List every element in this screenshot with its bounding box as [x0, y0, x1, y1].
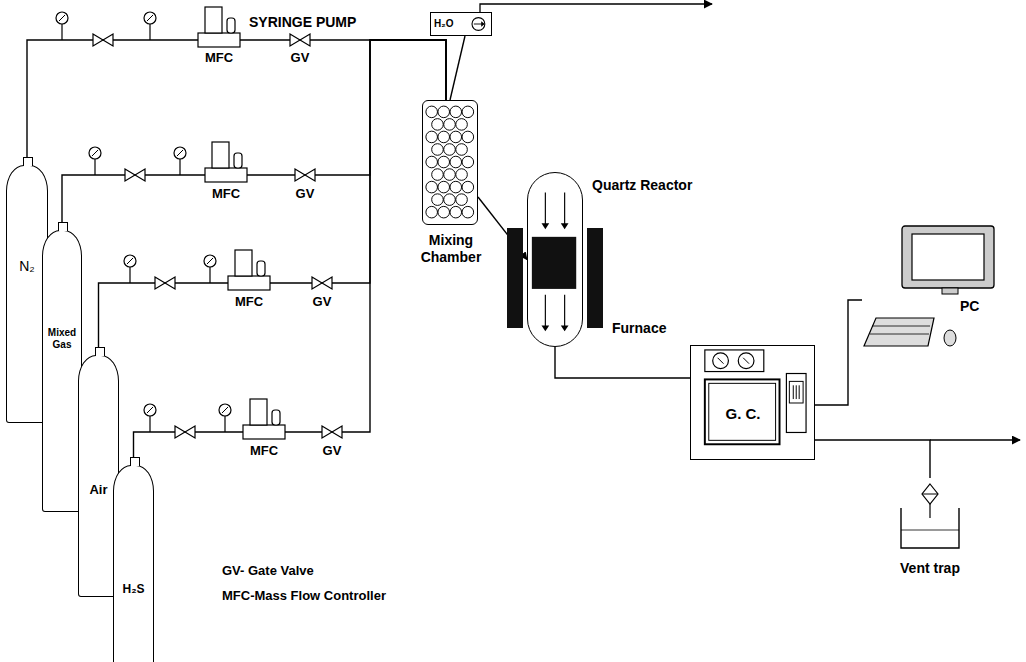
mfc-knob	[257, 261, 265, 276]
mfc-body	[250, 399, 267, 425]
pressure-gauge	[204, 255, 216, 267]
gauge-needle	[207, 258, 213, 264]
gauge-stem	[224, 416, 225, 432]
device-label: GV	[313, 294, 332, 309]
gas-chromatograph: G. C.	[690, 345, 815, 460]
gate-valve-symbol	[175, 426, 195, 438]
pressure-gauge	[56, 12, 68, 24]
gauge-needle	[177, 150, 183, 156]
device-label: MFC	[212, 186, 240, 201]
device-label: MFC	[235, 294, 263, 309]
node-label: H₂O	[434, 18, 453, 29]
gas-line	[62, 40, 446, 230]
gas-line	[134, 40, 447, 465]
gauge-stem	[149, 416, 150, 432]
quartz-reactor-outline	[528, 173, 582, 346]
furnace-heater	[587, 228, 603, 328]
mixing-chamber-outline	[423, 101, 477, 224]
mfc-knob	[272, 410, 280, 425]
quartz-reactor: Quartz Reactor	[527, 172, 583, 347]
gate-valve-symbol	[125, 169, 145, 181]
gas-line	[555, 347, 690, 378]
gas-line	[99, 40, 447, 355]
gauge-stem	[129, 267, 130, 283]
node-heading: SYRINGE PUMP	[249, 14, 356, 30]
gate-valve-symbol	[295, 169, 315, 181]
device-label: GV	[291, 50, 310, 65]
pressure-gauge	[174, 147, 186, 159]
mixing-chamber: Mixing Chamber	[422, 100, 478, 225]
gas-line	[450, 36, 465, 100]
gas-line	[27, 40, 446, 165]
node-label: PC	[960, 298, 979, 314]
gauge-stem	[179, 159, 180, 175]
mfc-body	[235, 250, 252, 276]
pressure-gauge	[144, 12, 156, 24]
gauge-needle	[127, 258, 133, 264]
gate-valve-symbol	[93, 34, 113, 46]
mfc-body	[205, 7, 222, 33]
device-label: MFC	[250, 443, 278, 458]
key-note: GV- Gate Valve	[222, 563, 314, 578]
key-note: MFC-Mass Flow Controller	[222, 588, 386, 603]
node-label: H₂S	[114, 582, 153, 596]
gauge-stem	[149, 24, 150, 40]
vent-trap: Vent trap	[893, 478, 967, 550]
gauge-needle	[59, 15, 65, 21]
pressure-gauge	[144, 404, 156, 416]
furnace-label: Furnace	[612, 320, 666, 336]
outlet-line	[930, 439, 1020, 441]
gate-valve-symbol	[155, 277, 175, 289]
gauge-needle	[147, 15, 153, 21]
gas-line	[815, 440, 930, 478]
gas-line	[815, 300, 862, 405]
gauge-stem	[94, 159, 95, 175]
node-label: Mixed Gas	[44, 327, 80, 350]
node-label: G. C.	[709, 384, 777, 442]
pump-feed-line	[480, 4, 712, 12]
device-label: MFC	[205, 50, 233, 65]
gate-valve-symbol	[312, 277, 332, 289]
gate-valve-symbol	[322, 426, 342, 438]
mfc-base	[243, 425, 285, 439]
gas-cylinder: H₂S	[113, 465, 154, 662]
gauge-needle	[147, 407, 153, 413]
mfc-knob	[234, 153, 242, 168]
device-label: GV	[296, 186, 315, 201]
gauge-stem	[61, 24, 62, 40]
mfc-knob	[227, 18, 235, 33]
pressure-gauge	[124, 255, 136, 267]
node-label: Vent trap	[900, 560, 960, 576]
node-label: Quartz Reactor	[592, 177, 692, 193]
mfc-base	[198, 33, 240, 47]
vent-trap-outline	[893, 478, 967, 550]
mfc-body	[212, 142, 229, 168]
gas-cylinder: Mixed Gas	[42, 230, 82, 512]
node-label: Mixing Chamber	[411, 232, 491, 266]
gas-chromatograph-outline	[691, 346, 814, 459]
pressure-gauge	[89, 147, 101, 159]
computer-outline	[862, 222, 1002, 350]
computer: PC	[862, 222, 1002, 350]
gauge-needle	[222, 407, 228, 413]
node-label: N₂	[7, 258, 47, 274]
syringe-pump: H₂OSYRINGE PUMP	[430, 12, 492, 36]
mfc-base	[205, 168, 247, 182]
device-label: GV	[323, 443, 342, 458]
pressure-gauge	[219, 404, 231, 416]
gauge-needle	[92, 150, 98, 156]
gauge-stem	[209, 267, 210, 283]
gate-valve-symbol	[290, 34, 310, 46]
furnace-heater	[507, 228, 523, 328]
mfc-base	[228, 276, 270, 290]
